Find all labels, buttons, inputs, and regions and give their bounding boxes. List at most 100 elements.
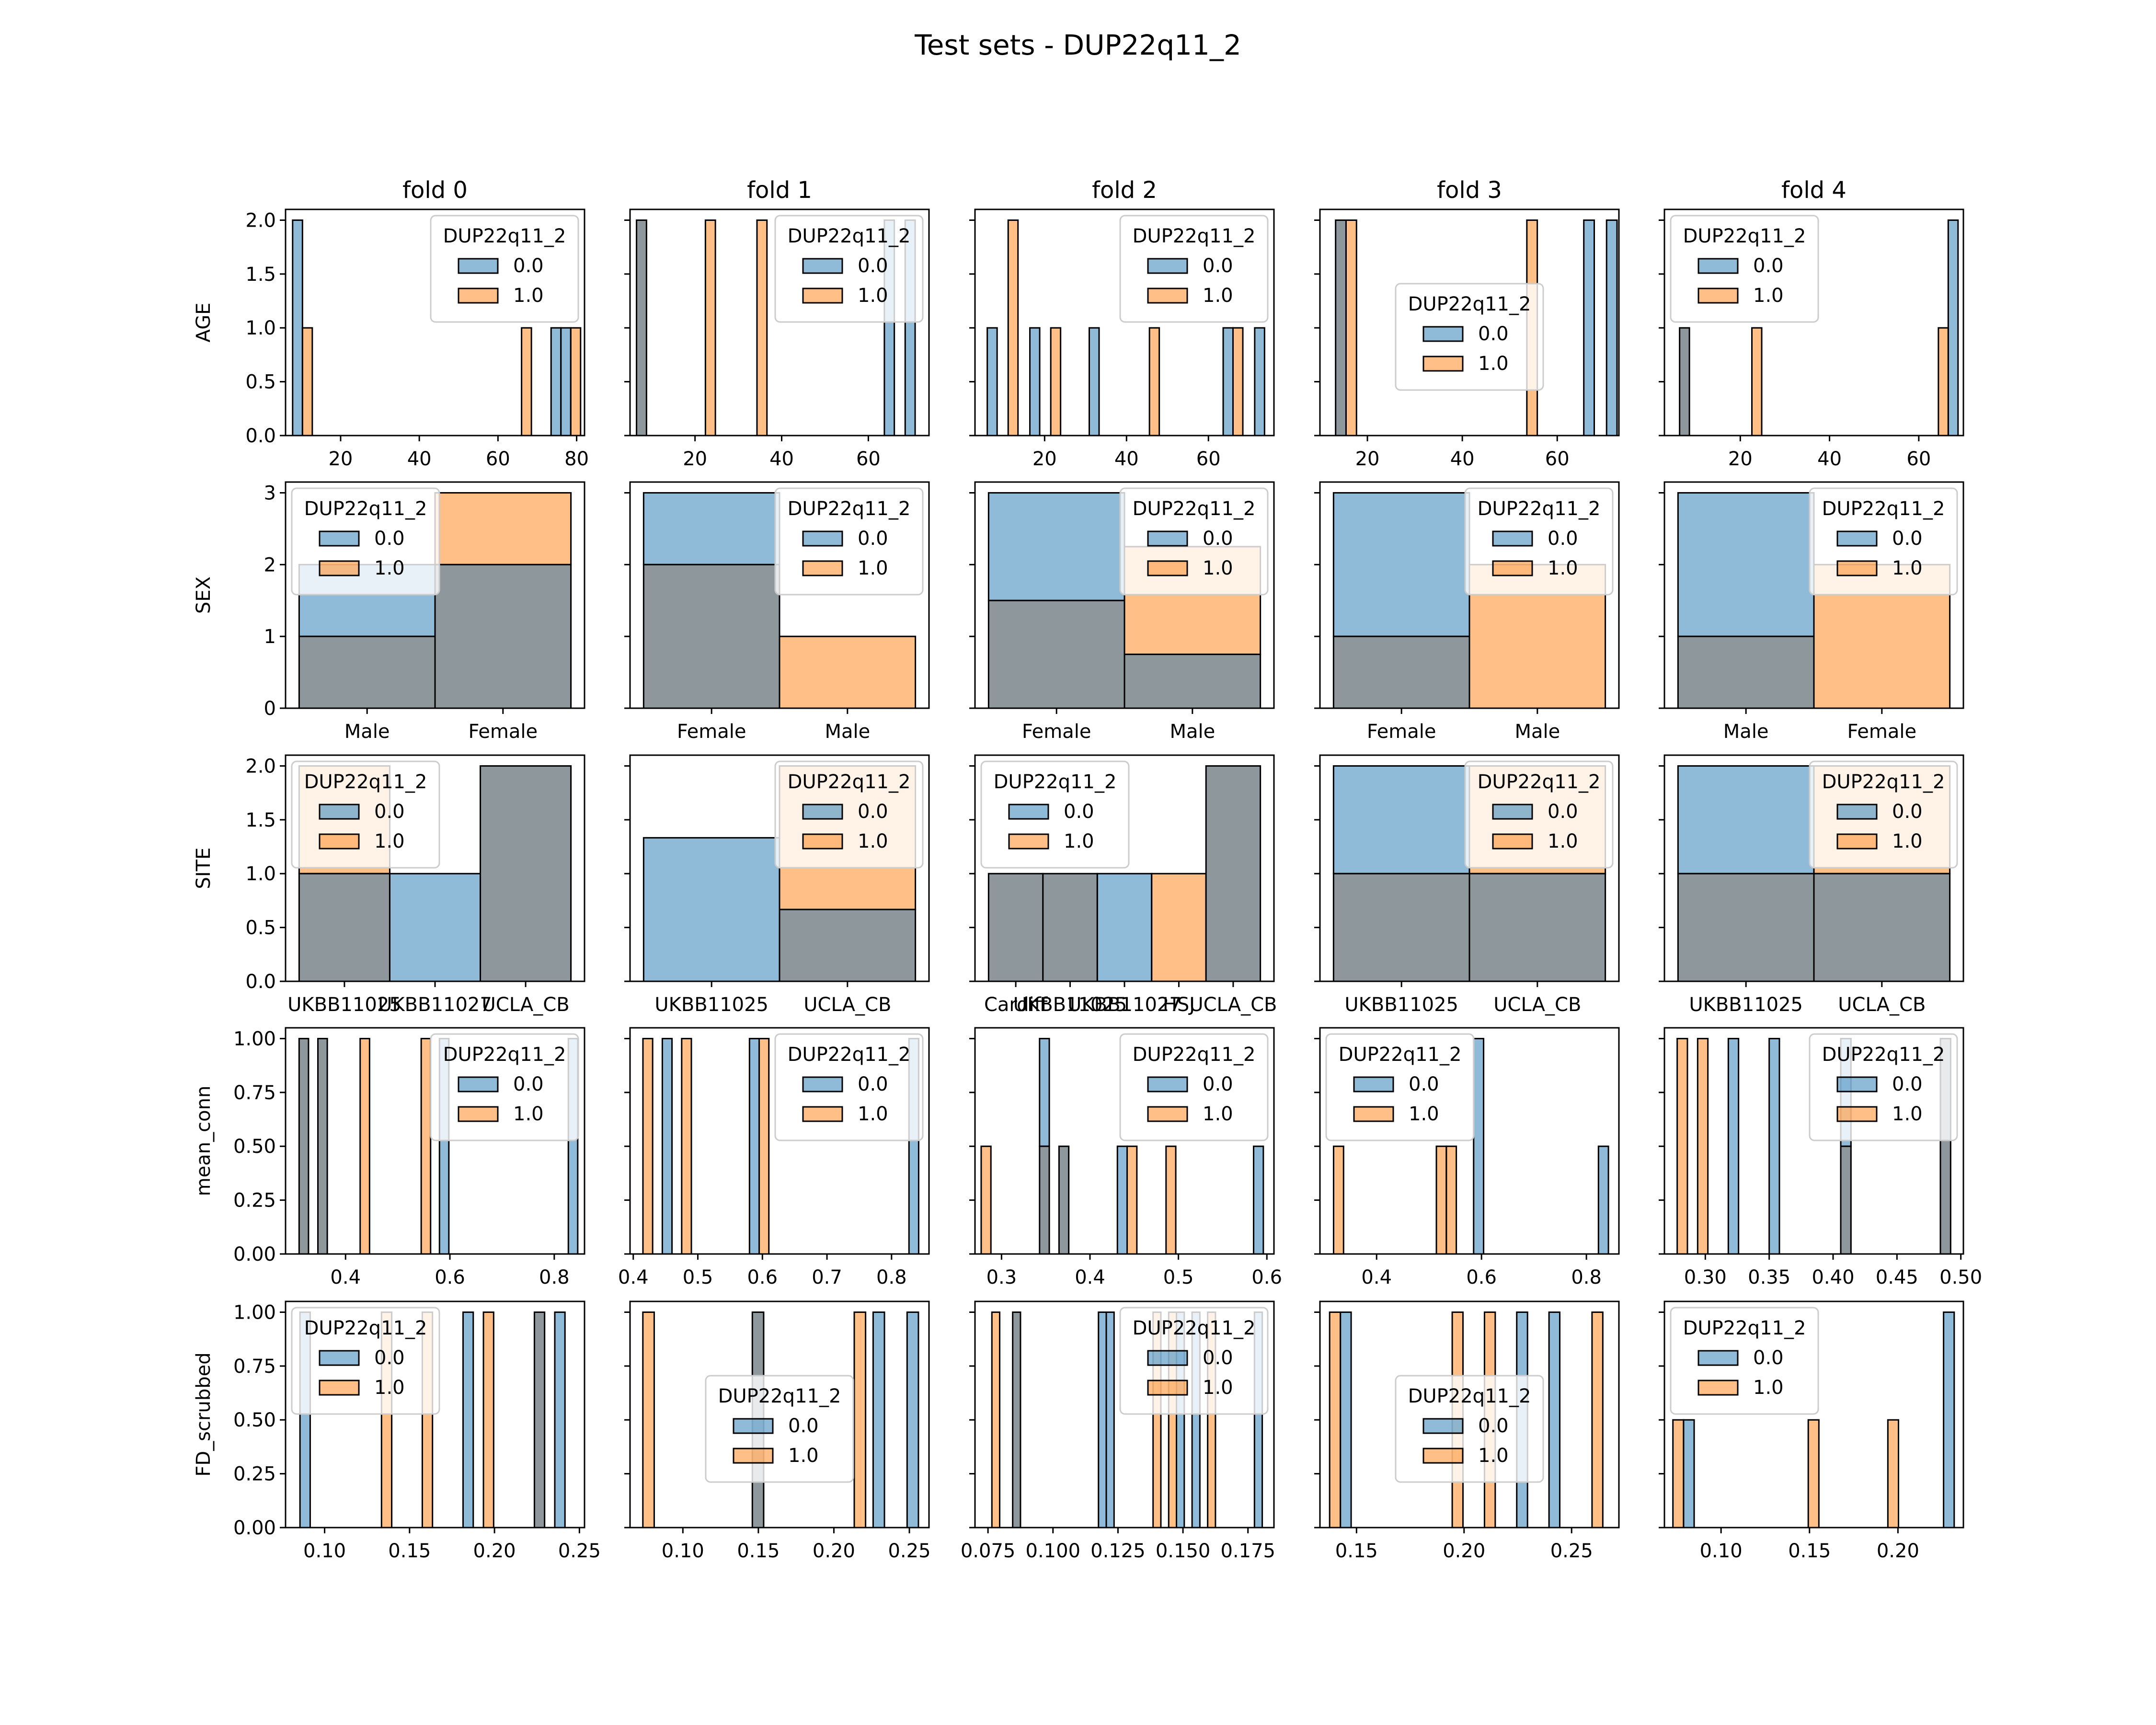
legend-label-1: 1.0 <box>513 285 544 307</box>
bar-3-excess <box>642 1037 654 1254</box>
x-tick-label: Male <box>1170 721 1215 743</box>
x-tick-label: 0.150 <box>1156 1540 1211 1562</box>
bar-1-excess <box>1029 327 1041 436</box>
x-tick-label: 0.50 <box>1939 1266 1982 1288</box>
legend-label-0: 0.0 <box>1203 528 1233 550</box>
x-tick-label: Female <box>1847 721 1916 743</box>
y-axis-label: FD_scrubbed <box>193 1352 215 1476</box>
bar-2-overlap <box>533 1311 546 1528</box>
axes-frame <box>629 208 930 437</box>
y-tick-label: 1.00 <box>233 1028 276 1050</box>
legend: DUP22q11_20.01.0 <box>980 760 1130 869</box>
y-tick-label: 0.75 <box>233 1082 276 1104</box>
legend-label-1: 1.0 <box>858 1103 888 1125</box>
legend-label-0: 0.0 <box>1753 255 1784 277</box>
bar-1-overlap <box>434 564 572 708</box>
bar-2-excess <box>1606 219 1618 436</box>
legend: DUP22q11_20.01.0 <box>291 760 440 869</box>
legend-label-0: 0.0 <box>1892 528 1923 550</box>
y-tick-label: 1.5 <box>245 809 276 831</box>
y-tick-label: 0.00 <box>233 1243 276 1265</box>
bars <box>987 492 1261 708</box>
bar-5-excess <box>570 327 582 436</box>
x-tick-label: 0.175 <box>1220 1540 1275 1562</box>
bar-3-excess <box>301 327 313 436</box>
legend-label-0: 0.0 <box>374 1347 405 1369</box>
legend-label-0: 0.0 <box>788 1415 819 1437</box>
y-tick-label: 2.0 <box>245 209 276 231</box>
x-tick-label: 0.6 <box>747 1266 778 1288</box>
x-tick-label: 60 <box>1545 448 1570 470</box>
legend-title: DUP22q11_2 <box>1133 1044 1256 1066</box>
axes-frame <box>974 481 1275 709</box>
legend-swatch-0 <box>1836 1076 1878 1092</box>
legend-label-1: 1.0 <box>1892 557 1923 579</box>
axes-frame <box>629 481 930 709</box>
x-tick-label: 20 <box>328 448 353 470</box>
legend-label-0: 0.0 <box>858 528 888 550</box>
bar-6-excess <box>1050 327 1062 436</box>
legend-title: DUP22q11_2 <box>788 771 911 793</box>
y-tick-label: 0 <box>264 698 276 720</box>
bar-3-excess <box>642 1311 655 1528</box>
legend-label-0: 0.0 <box>374 801 405 823</box>
x-tick-label: 0.10 <box>662 1540 704 1562</box>
bar-2-excess <box>560 327 572 436</box>
bar-1-excess <box>1947 219 1959 436</box>
bar-0-excess <box>1332 765 1470 874</box>
legend-title: DUP22q11_2 <box>304 1317 427 1339</box>
x-tick-label: UCLA_CB <box>1838 994 1926 1016</box>
x-tick-label: UCLA_CB <box>482 994 570 1016</box>
x-tick-label: 20 <box>1355 448 1380 470</box>
legend-swatch-0 <box>1492 804 1533 820</box>
y-axis-label: SEX <box>193 576 215 614</box>
bar-6-excess <box>991 1311 1001 1528</box>
legend: DUP22q11_20.01.0 <box>774 760 924 869</box>
bar-0-excess <box>661 1037 673 1254</box>
legend: DUP22q11_20.01.0 <box>1464 487 1614 596</box>
x-tick-label: 40 <box>769 448 794 470</box>
bar-0-excess <box>1677 492 1815 637</box>
x-tick-label: Female <box>1367 721 1436 743</box>
x-tick-label: 0.40 <box>1812 1266 1854 1288</box>
x-tick-label: 60 <box>1196 448 1221 470</box>
bar-3-excess <box>704 219 716 436</box>
bar-1-excess <box>550 327 562 436</box>
legend: DUP22q11_20.01.0 <box>1670 1307 1819 1415</box>
bar-0-excess <box>1473 1037 1485 1254</box>
legend-label-0: 0.0 <box>1203 1073 1233 1095</box>
axes-frame <box>974 1027 1275 1255</box>
x-tick-label: 0.8 <box>539 1266 570 1288</box>
x-tick-label: 0.15 <box>388 1540 431 1562</box>
bar-4-excess <box>359 1037 370 1254</box>
figure-title: Test sets - DUP22q11_2 <box>914 29 1241 61</box>
bar-4-excess <box>681 1037 692 1254</box>
legend-label-0: 0.0 <box>513 255 544 277</box>
legend-title: DUP22q11_2 <box>1133 498 1256 520</box>
legend-label-1: 1.0 <box>1892 830 1923 852</box>
bar-1-overlap <box>1468 873 1606 981</box>
y-tick-label: 0.00 <box>233 1517 276 1539</box>
axes-frame <box>1663 1027 1964 1255</box>
bar-0-overlap <box>1677 873 1815 981</box>
axes-frame <box>1319 481 1620 709</box>
bar-3-excess <box>1938 327 1949 436</box>
bar-0-overlap <box>1039 1145 1050 1254</box>
bar-1-overlap <box>779 908 917 981</box>
x-tick-label: UKBB11025 <box>654 994 768 1016</box>
bars <box>642 492 917 708</box>
x-tick-label: Female <box>1022 721 1091 743</box>
legend: DUP22q11_20.01.0 <box>1119 215 1269 323</box>
x-tick-label: UCLA_CB <box>1493 994 1581 1016</box>
bar-3-excess <box>1345 219 1357 436</box>
legend-swatch-1 <box>1836 560 1878 576</box>
bar-1-excess <box>872 1311 885 1528</box>
bar-0-overlap <box>642 564 780 708</box>
bars <box>1332 1037 1609 1254</box>
legend: DUP22q11_20.01.0 <box>1119 1307 1269 1415</box>
